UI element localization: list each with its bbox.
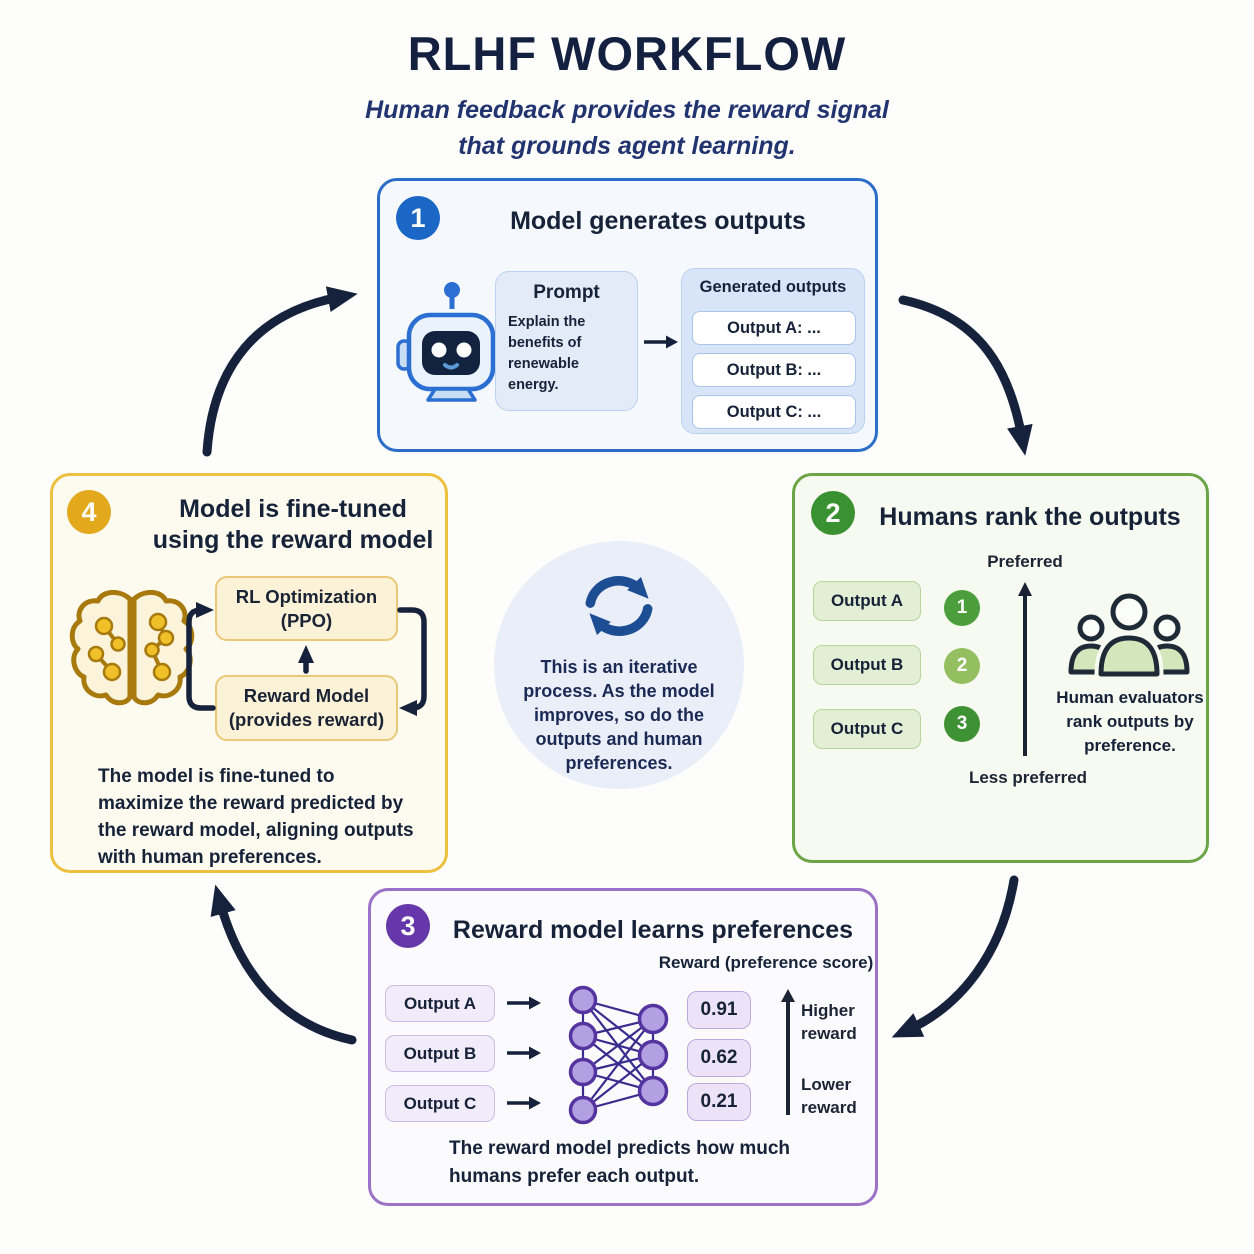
prompt-card-title: Prompt [533, 282, 600, 303]
step2-panel: 2 Humans rank the outputs Output A Outpu… [792, 473, 1209, 863]
reward-score-b: 0.62 [687, 1039, 751, 1077]
step4-panel: 4 Model is fine-tuned using the reward m… [50, 473, 448, 873]
rl-optimization-box: RL Optimization (PPO) [215, 576, 398, 641]
page-title: RLHF WORKFLOW [407, 27, 847, 80]
rm-input-output-b: Output B [385, 1035, 495, 1072]
output-c-to-nn-arrow-icon [505, 1094, 543, 1112]
lower-reward-label: Lower reward [801, 1075, 857, 1117]
output-a-to-nn-arrow-icon [505, 994, 543, 1012]
subtitle-line-2: that grounds agent learning. [458, 132, 796, 160]
less-preferred-label: Less preferred [968, 768, 1088, 787]
step2-caption: Human evaluators rank outputs by prefere… [1056, 688, 1204, 755]
prompt-card: Prompt Explain the benefits of renewable… [495, 271, 638, 411]
generated-outputs-title: Generated outputs [699, 278, 847, 296]
ranked-output-b: Output B [813, 645, 921, 685]
human-evaluators-icon [1063, 588, 1195, 680]
rank-2-badge: 2 [944, 648, 980, 684]
reward-score-a: 0.91 [687, 991, 751, 1029]
page-subtitle: Human feedback provides the reward signa… [0, 92, 1254, 164]
rl-optimization-line-1: RL Optimization [235, 585, 378, 607]
reward-model-line-1: Reward Model [243, 685, 370, 706]
step1-panel: 1 Model generates outputs Prompt Explain… [377, 178, 878, 452]
iterative-process-text: This is an iterative process. As the mod… [523, 657, 715, 773]
flow-arrow-step1-to-step2-icon [898, 295, 1033, 456]
reward-score-header: Reward (preference score) [658, 953, 874, 972]
step4-title-line-2: using the reward model [152, 526, 434, 554]
ranked-output-a: Output A [813, 581, 921, 621]
brain-icon [67, 586, 197, 720]
generated-output-b: Output B: ... [692, 353, 856, 387]
step4-title-line-1: Model is fine-tuned [179, 495, 407, 523]
generated-output-c: Output C: ... [692, 395, 856, 429]
step4-number-badge: 4 [67, 490, 111, 534]
neural-network-icon [557, 983, 685, 1127]
output-b-to-nn-arrow-icon [505, 1044, 543, 1062]
generated-output-a: Output A: ... [692, 311, 856, 345]
flow-arrow-step3-to-step4-icon [210, 884, 357, 1045]
step3-number-badge: 3 [386, 904, 430, 948]
refresh-cycle-icon [571, 563, 667, 649]
reward-model-box: Reward Model (provides reward) [215, 675, 398, 741]
step2-number-badge: 2 [811, 491, 855, 535]
rm-input-output-c: Output C [385, 1085, 495, 1122]
step4-title: Model is fine-tuned using the reward mod… [148, 494, 438, 556]
step3-panel: 3 Reward model learns preferences Output… [368, 888, 878, 1206]
step3-title: Reward model learns preferences [452, 916, 854, 944]
generated-outputs-panel: Generated outputs Output A: ... Output B… [681, 268, 865, 434]
preference-axis-arrow-icon [1016, 580, 1034, 760]
step2-title: Humans rank the outputs [879, 503, 1181, 531]
step3-caption: The reward model predicts how much human… [449, 1138, 791, 1187]
rm-input-output-a: Output A [385, 985, 495, 1022]
subtitle-line-1: Human feedback provides the reward signa… [365, 96, 889, 124]
iterative-process-circle: This is an iterative process. As the mod… [494, 541, 744, 789]
reward-model-line-2: (provides reward) [228, 709, 385, 730]
step1-title: Model generates outputs [510, 207, 806, 235]
step4-caption: The model is fine-tuned to maximize the … [98, 766, 414, 868]
preferred-label: Preferred [987, 552, 1063, 571]
prompt-card-text: Explain the benefits of renewable energy… [508, 314, 586, 393]
prompt-to-outputs-arrow-icon [642, 333, 680, 351]
flow-arrow-step4-to-step1-icon [202, 286, 358, 457]
rank-1-badge: 1 [944, 590, 980, 626]
reward-axis-arrow-icon [779, 987, 797, 1119]
rl-optimization-line-2: (PPO) [280, 609, 333, 631]
rank-3-badge: 3 [944, 706, 980, 742]
robot-icon [395, 279, 507, 405]
reward-score-c: 0.21 [687, 1083, 751, 1121]
ranked-output-c: Output C [813, 709, 921, 749]
step1-number-badge: 1 [396, 196, 440, 240]
higher-reward-label: Higher reward [801, 1001, 857, 1043]
flow-arrow-step2-to-step3-icon [891, 875, 1019, 1038]
